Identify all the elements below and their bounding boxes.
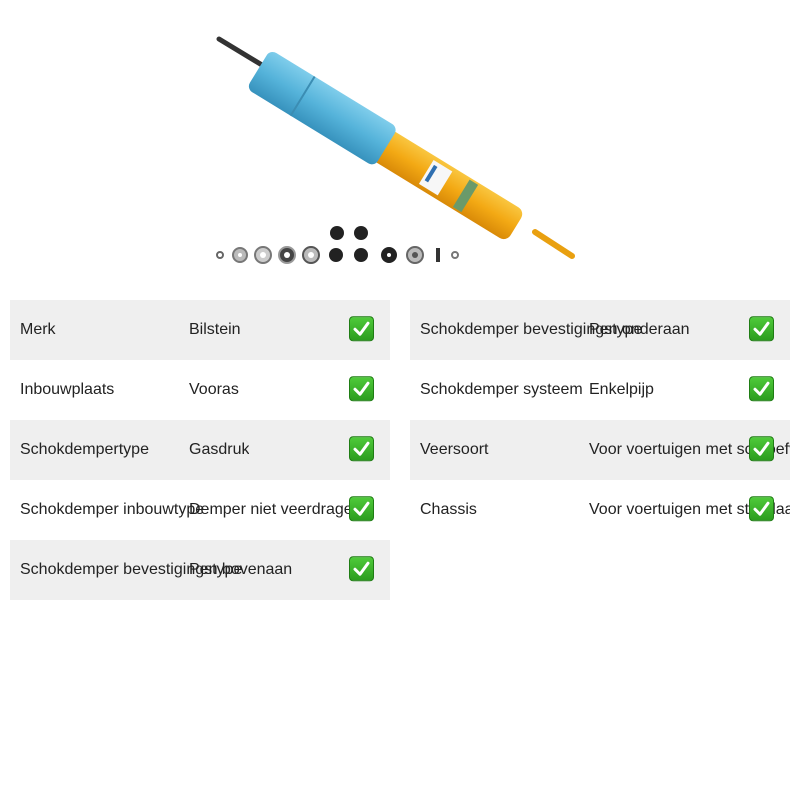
spec-value: Pen bovenaan (189, 561, 293, 578)
spec-label: Merk (20, 321, 56, 338)
spec-row-bevestigingstype-boven: Schokdemper bevestigingstype Pen bovenaa… (10, 540, 390, 600)
spec-row-inbouwtype: Schokdemper inbouwtype Demper niet veerd… (10, 480, 390, 540)
spec-table-left: Merk Bilstein Inbouwplaats Vooras Schokd… (10, 300, 390, 600)
spec-row-merk: Merk Bilstein (10, 300, 390, 360)
spec-label: Inbouwplaats (20, 381, 115, 398)
spec-value: Demper niet veerdragend (189, 501, 371, 518)
spec-row-chassis: Chassis Voor voertuigen met standaard on… (410, 480, 790, 540)
spec-label: Schokdemper inbouwtype (20, 501, 205, 518)
spec-label: Veersoort (420, 441, 489, 458)
check-mark-icon (349, 436, 374, 462)
spec-table-right: Schokdemper bevestigingstype Pen onderaa… (410, 300, 790, 540)
spec-label: Schokdemper systeem (420, 381, 583, 398)
spec-row-systeem: Schokdemper systeem Enkelpijp (410, 360, 790, 420)
spec-value: Enkelpijp (589, 381, 654, 398)
spec-row-bevestigingstype-onder: Schokdemper bevestigingstype Pen onderaa… (410, 300, 790, 360)
check-mark-icon (349, 556, 374, 582)
spec-label: Schokdempertype (20, 441, 149, 458)
spec-label: Schokdemper bevestigingstype (420, 321, 643, 338)
check-mark-icon (349, 316, 374, 342)
check-mark-icon (749, 376, 774, 402)
check-mark-icon (749, 436, 774, 462)
spec-label: Chassis (420, 501, 477, 518)
spec-value: Pen onderaan (589, 321, 690, 338)
spec-value: Bilstein (189, 321, 241, 338)
spec-value: Voor voertuigen met schroefveren (589, 441, 790, 458)
check-mark-icon (349, 496, 374, 522)
check-mark-icon (749, 496, 774, 522)
spec-row-veersoort: Veersoort Voor voertuigen met schroefver… (410, 420, 790, 480)
spec-row-inbouwplaats: Inbouwplaats Vooras (10, 360, 390, 420)
check-mark-icon (349, 376, 374, 402)
shock-absorber-illustration (216, 36, 575, 264)
product-image (200, 20, 600, 280)
check-mark-icon (749, 316, 774, 342)
spec-label: Schokdemper bevestigingstype (20, 561, 243, 578)
spec-value: Gasdruk (189, 441, 250, 458)
spec-value: Vooras (189, 381, 239, 398)
spec-value: Voor voertuigen met standaard onderstel (589, 501, 790, 518)
spec-row-schokdempertype: Schokdempertype Gasdruk (10, 420, 390, 480)
